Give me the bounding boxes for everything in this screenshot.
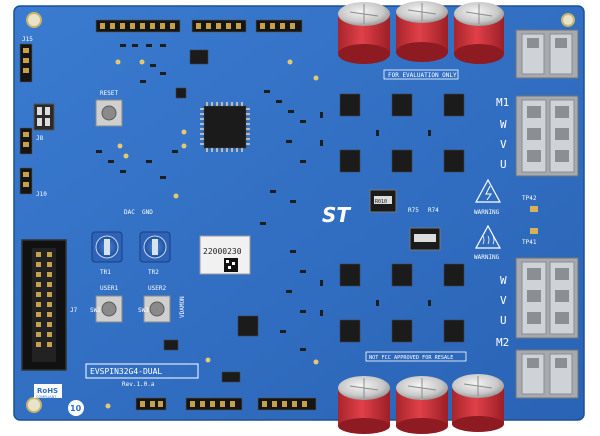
- user1-button[interactable]: USER1 SW2: [90, 285, 123, 323]
- warning-2: WARNING: [474, 254, 500, 261]
- mosfets-m1: [339, 93, 465, 173]
- label-dac: DAC: [124, 209, 135, 216]
- fcc-text: NOT FCC APPROVED FOR RESALE: [369, 355, 453, 361]
- label-tp41: TP41: [522, 239, 537, 246]
- board-revision: Rev.1.0.a: [122, 381, 155, 388]
- shunt-resistors: R010 R75 R74: [369, 189, 441, 251]
- top-header-3: [255, 19, 303, 33]
- age-logo: 10: [68, 400, 84, 416]
- ic-bottom: [221, 371, 241, 383]
- eval-only-box: FOR EVALUATION ONLY: [383, 69, 459, 80]
- ic-top: [189, 49, 209, 65]
- rohs-logo: RoHS COMPLIANT: [34, 384, 62, 399]
- label-j7: J7: [70, 307, 78, 314]
- label-j10: J10: [36, 191, 47, 198]
- mounting-hole-tl: [26, 12, 42, 28]
- bottom-header-2: [185, 397, 243, 411]
- label-r74: R74: [428, 207, 439, 214]
- dip-switch: [33, 103, 55, 131]
- warning-hot: WARNING: [474, 224, 502, 261]
- st-brand: ST: [322, 203, 351, 227]
- connector-j7: J7: [21, 239, 78, 371]
- label-sw3: SW3: [138, 307, 149, 314]
- warning-1: WARNING: [474, 209, 500, 216]
- board-name-box: EVSPIN32G4-DUAL Rev.1.0.a: [85, 363, 199, 388]
- top-header-2: [191, 19, 247, 33]
- mounting-hole-bl: [26, 397, 42, 413]
- fcc-box: NOT FCC APPROVED FOR RESALE: [365, 351, 467, 362]
- label-r010: R010: [375, 199, 387, 205]
- label-w1: W: [500, 118, 507, 131]
- top-header-1: [95, 19, 181, 33]
- warning-electric: WARNING: [474, 178, 502, 216]
- trimmer-tr1[interactable]: TR1: [91, 231, 123, 276]
- reset-button[interactable]: RESET: [95, 90, 123, 127]
- serial-number: 22000230: [203, 247, 242, 256]
- label-user2: USER2: [148, 285, 166, 292]
- label-sw2: SW2: [90, 307, 101, 314]
- terminal-motor-1[interactable]: [515, 95, 579, 177]
- capacitor-top-3: [454, 2, 504, 64]
- capacitor-bottom-1: [338, 376, 390, 434]
- terminal-power-2[interactable]: [515, 349, 579, 399]
- bottom-header-1: [135, 397, 167, 411]
- capacitor-bottom-2: [396, 376, 448, 434]
- label-w2: W: [500, 274, 507, 287]
- label-user1: USER1: [100, 285, 118, 292]
- label-u2: U: [500, 314, 507, 327]
- ic-driver-2: [237, 315, 259, 337]
- ic-mid: [175, 87, 187, 99]
- label-j15: J15: [22, 36, 33, 43]
- user2-button[interactable]: USER2 SW3: [138, 285, 171, 323]
- label-v1: V: [500, 138, 507, 151]
- capacitor-top-1: [338, 2, 390, 64]
- label-reset: RESET: [100, 90, 118, 97]
- mosfets-m2: [339, 263, 465, 343]
- bottom-header-3: [257, 397, 317, 411]
- trimmer-tr2[interactable]: TR2: [139, 231, 171, 276]
- label-vdamon: VDAMON: [179, 296, 186, 318]
- label-m1: M1: [496, 96, 509, 109]
- mounting-hole-tr: [561, 13, 575, 27]
- label-v2: V: [500, 294, 507, 307]
- age-text: 10: [70, 404, 82, 413]
- testpoint-dots: [105, 59, 319, 409]
- label-m2: M2: [496, 336, 509, 349]
- terminal-power-1[interactable]: [515, 29, 579, 79]
- label-tr1: TR1: [100, 269, 111, 276]
- label-tp42: TP42: [522, 195, 537, 202]
- label-r75: R75: [408, 207, 419, 214]
- label-u1: U: [500, 158, 507, 171]
- header-j15: J15: [19, 36, 33, 83]
- microcontroller: [200, 102, 250, 152]
- testpoints-right: TP42 TP41: [522, 195, 538, 246]
- header-j8: J8: [19, 127, 44, 155]
- label-tr2: TR2: [148, 269, 159, 276]
- eval-text: FOR EVALUATION ONLY: [388, 72, 457, 79]
- capacitor-top-2: [396, 1, 448, 62]
- terminal-motor-2[interactable]: [515, 257, 579, 339]
- qr-label: 22000230: [199, 235, 251, 275]
- capacitor-bottom-3: [452, 374, 504, 432]
- passive-components: [96, 44, 431, 351]
- header-j10: J10: [19, 167, 47, 198]
- label-gnd: GND: [142, 209, 153, 216]
- board-name: EVSPIN32G4-DUAL: [90, 367, 162, 376]
- ic-bottom-left: [163, 339, 179, 351]
- rohs-text: RoHS: [37, 387, 58, 395]
- rohs-sub: COMPLIANT: [36, 395, 57, 399]
- st-logo: ST: [322, 203, 351, 227]
- label-j8: J8: [36, 135, 44, 142]
